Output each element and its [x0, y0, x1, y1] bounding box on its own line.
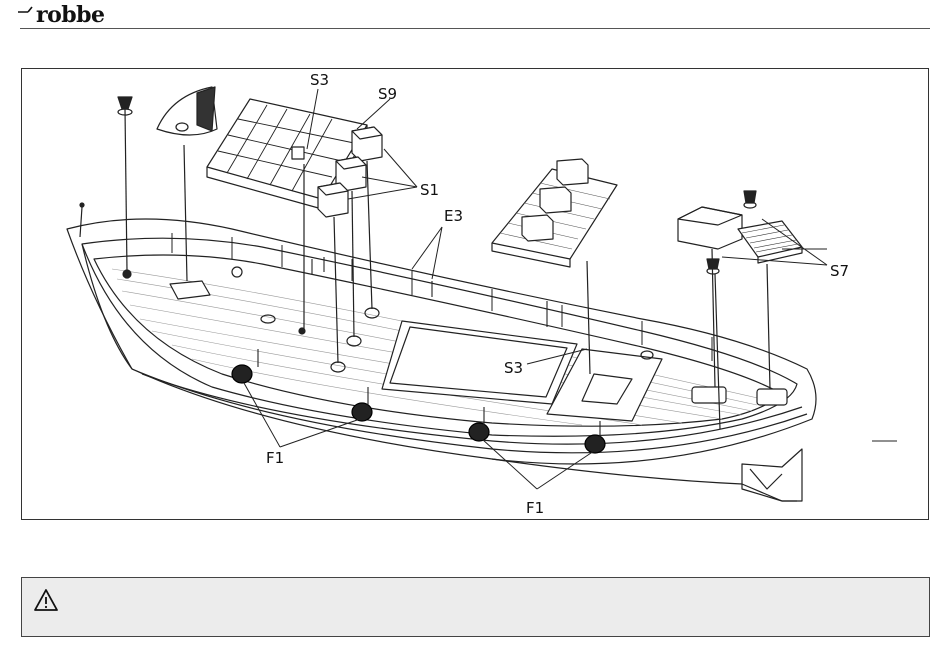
- grating-board: [492, 169, 617, 259]
- warning-triangle-icon: [33, 588, 59, 612]
- label-f1-right: F1: [526, 499, 544, 517]
- label-f1-left: F1: [266, 449, 284, 467]
- fender-4: [585, 435, 605, 453]
- header-divider: [20, 28, 930, 29]
- rudder: [742, 449, 802, 501]
- label-s3-mid: S3: [504, 359, 523, 377]
- label-e3: E3: [444, 207, 463, 225]
- label-s7: S7: [830, 262, 849, 280]
- fender-3: [469, 423, 489, 441]
- fender-2: [352, 403, 372, 421]
- boat-deck-drawing: S3 S9 S1 E3 S7 S3 F1 F1: [22, 69, 928, 519]
- label-s9: S9: [378, 85, 397, 103]
- fore-hatch: [170, 281, 210, 299]
- warning-box: [21, 577, 930, 637]
- page-header: robbe: [0, 0, 950, 30]
- fender-1: [232, 365, 252, 383]
- label-s1: S1: [420, 181, 439, 199]
- assembly-diagram: S3 S9 S1 E3 S7 S3 F1 F1: [21, 68, 929, 520]
- robbe-logo: robbe: [36, 2, 105, 28]
- robbe-logo-mark-icon: [18, 6, 34, 16]
- label-s3-top: S3: [310, 71, 329, 89]
